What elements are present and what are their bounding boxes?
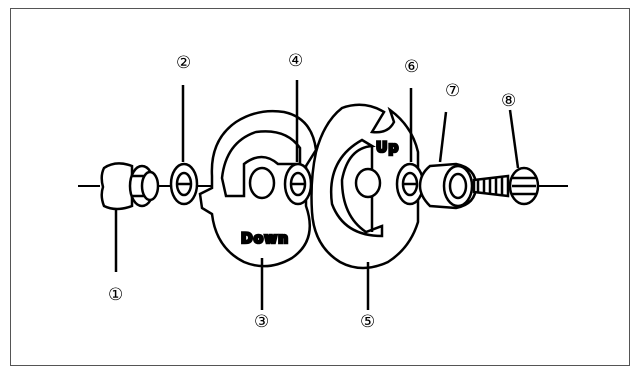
part-5-up-plate: Up — [310, 103, 420, 310]
part-3-down-plate: Down — [198, 109, 318, 310]
callout-4: ④ — [288, 51, 303, 71]
part-2-spacer-ring — [169, 85, 199, 206]
callout-2: ② — [176, 53, 191, 73]
callout-5: ⑤ — [360, 312, 375, 332]
part-7-collar — [418, 111, 478, 210]
callout-7: ⑦ — [445, 81, 460, 101]
callout-6: ⑥ — [404, 57, 419, 77]
plate-down-label: Down — [241, 231, 289, 247]
callout-8: ⑧ — [501, 91, 516, 111]
callout-1: ① — [108, 285, 123, 305]
part-4-spacer-ring — [283, 80, 313, 206]
part-1-shaft-boss — [100, 162, 160, 272]
part-8-screw — [472, 109, 540, 206]
callout-3: ③ — [254, 312, 269, 332]
plate-up-label: Up — [376, 140, 399, 156]
